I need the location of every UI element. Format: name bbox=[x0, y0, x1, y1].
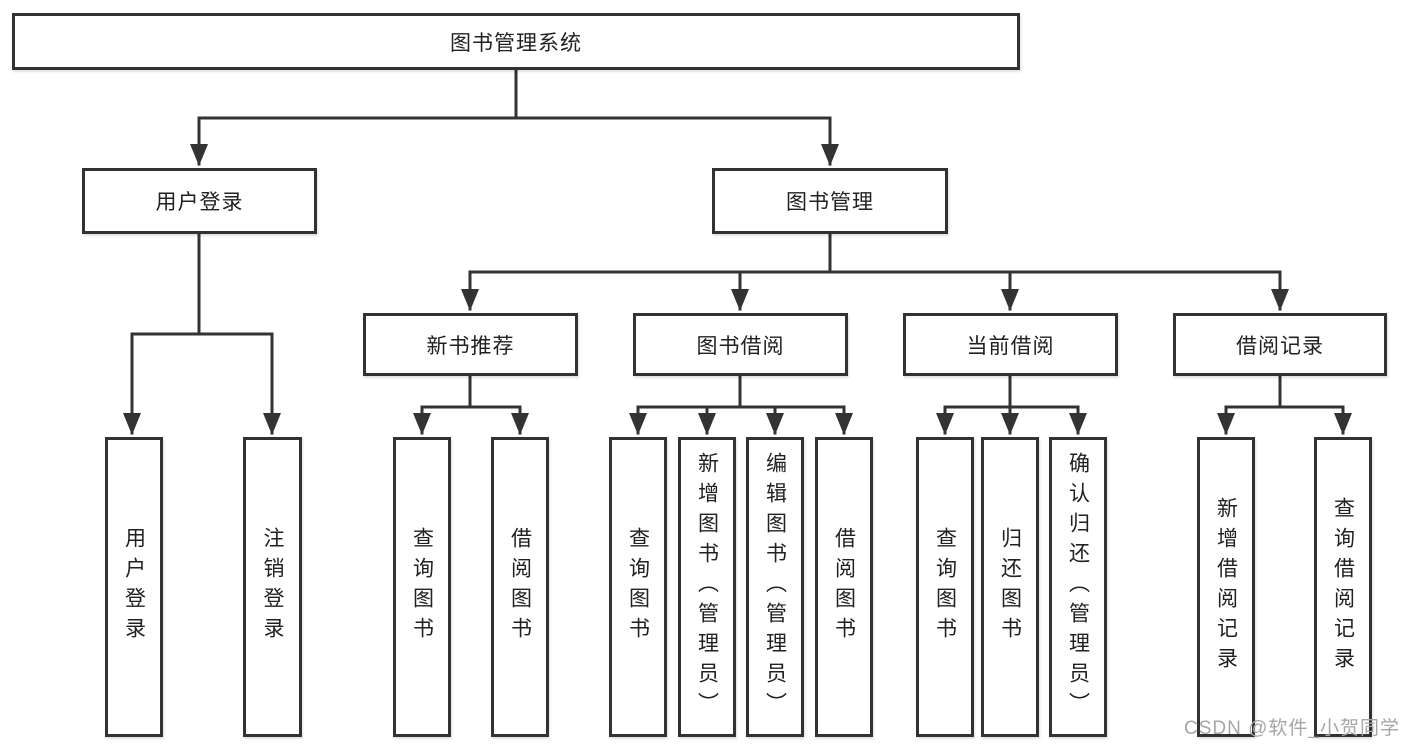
leaf-borrow-borrow-books: 借阅图书 bbox=[815, 437, 873, 737]
node-book-management: 图书管理 bbox=[712, 168, 948, 234]
leaf-records-query-borrow-record: 查询借阅记录 bbox=[1314, 437, 1372, 737]
csdn-watermark: CSDN @软件_小贺同学 bbox=[1184, 718, 1400, 739]
leaf-current-return-books: 归还图书 bbox=[981, 437, 1039, 737]
leaf-user-login-label: 用户登录 bbox=[122, 527, 146, 647]
node-borrow-records-label: 借阅记录 bbox=[1236, 334, 1324, 358]
node-book-management-label: 图书管理 bbox=[786, 191, 874, 214]
leaf-records-add-borrow-record-label: 新增借阅记录 bbox=[1214, 497, 1238, 677]
node-borrow-records: 借阅记录 bbox=[1173, 313, 1387, 376]
node-current-borrow-label: 当前借阅 bbox=[966, 334, 1055, 358]
node-book-borrow: 图书借阅 bbox=[633, 313, 848, 376]
leaf-current-query-books: 查询图书 bbox=[916, 437, 974, 737]
leaf-borrow-add-books-admin-label: 新增图书（管理员） bbox=[695, 452, 719, 722]
node-new-book-recommend: 新书推荐 bbox=[363, 313, 578, 376]
node-root-label: 图书管理系统 bbox=[450, 31, 582, 55]
leaf-current-return-books-label: 归还图书 bbox=[998, 527, 1022, 647]
node-book-borrow-label: 图书借阅 bbox=[696, 334, 785, 358]
leaf-borrow-query-books-label: 查询图书 bbox=[626, 527, 650, 647]
node-root: 图书管理系统 bbox=[12, 13, 1020, 70]
leaf-borrow-borrow-books-label: 借阅图书 bbox=[832, 527, 856, 647]
leaf-current-confirm-return-admin: 确认归还（管理员） bbox=[1049, 437, 1107, 737]
leaf-current-confirm-return-admin-label: 确认归还（管理员） bbox=[1066, 452, 1090, 722]
leaf-logout-login-label: 注销登录 bbox=[261, 527, 284, 647]
node-user-login: 用户登录 bbox=[82, 168, 317, 234]
leaf-recommend-query-books: 查询图书 bbox=[393, 437, 451, 737]
leaf-borrow-edit-books-admin: 编辑图书（管理员） bbox=[746, 437, 804, 737]
leaf-logout-login: 注销登录 bbox=[243, 437, 302, 737]
leaf-borrow-edit-books-admin-label: 编辑图书（管理员） bbox=[763, 452, 787, 722]
node-user-login-label: 用户登录 bbox=[155, 191, 244, 214]
leaf-borrow-query-books: 查询图书 bbox=[609, 437, 667, 737]
node-new-book-recommend-label: 新书推荐 bbox=[426, 334, 515, 358]
node-current-borrow: 当前借阅 bbox=[903, 313, 1118, 376]
leaf-recommend-query-books-label: 查询图书 bbox=[410, 527, 434, 647]
leaf-current-query-books-label: 查询图书 bbox=[933, 527, 957, 647]
leaf-records-add-borrow-record: 新增借阅记录 bbox=[1197, 437, 1255, 737]
leaf-records-query-borrow-record-label: 查询借阅记录 bbox=[1331, 497, 1355, 677]
leaf-recommend-borrow-books-label: 借阅图书 bbox=[508, 527, 532, 647]
leaf-user-login: 用户登录 bbox=[105, 437, 163, 737]
leaf-borrow-add-books-admin: 新增图书（管理员） bbox=[678, 437, 736, 737]
leaf-recommend-borrow-books: 借阅图书 bbox=[491, 437, 549, 737]
